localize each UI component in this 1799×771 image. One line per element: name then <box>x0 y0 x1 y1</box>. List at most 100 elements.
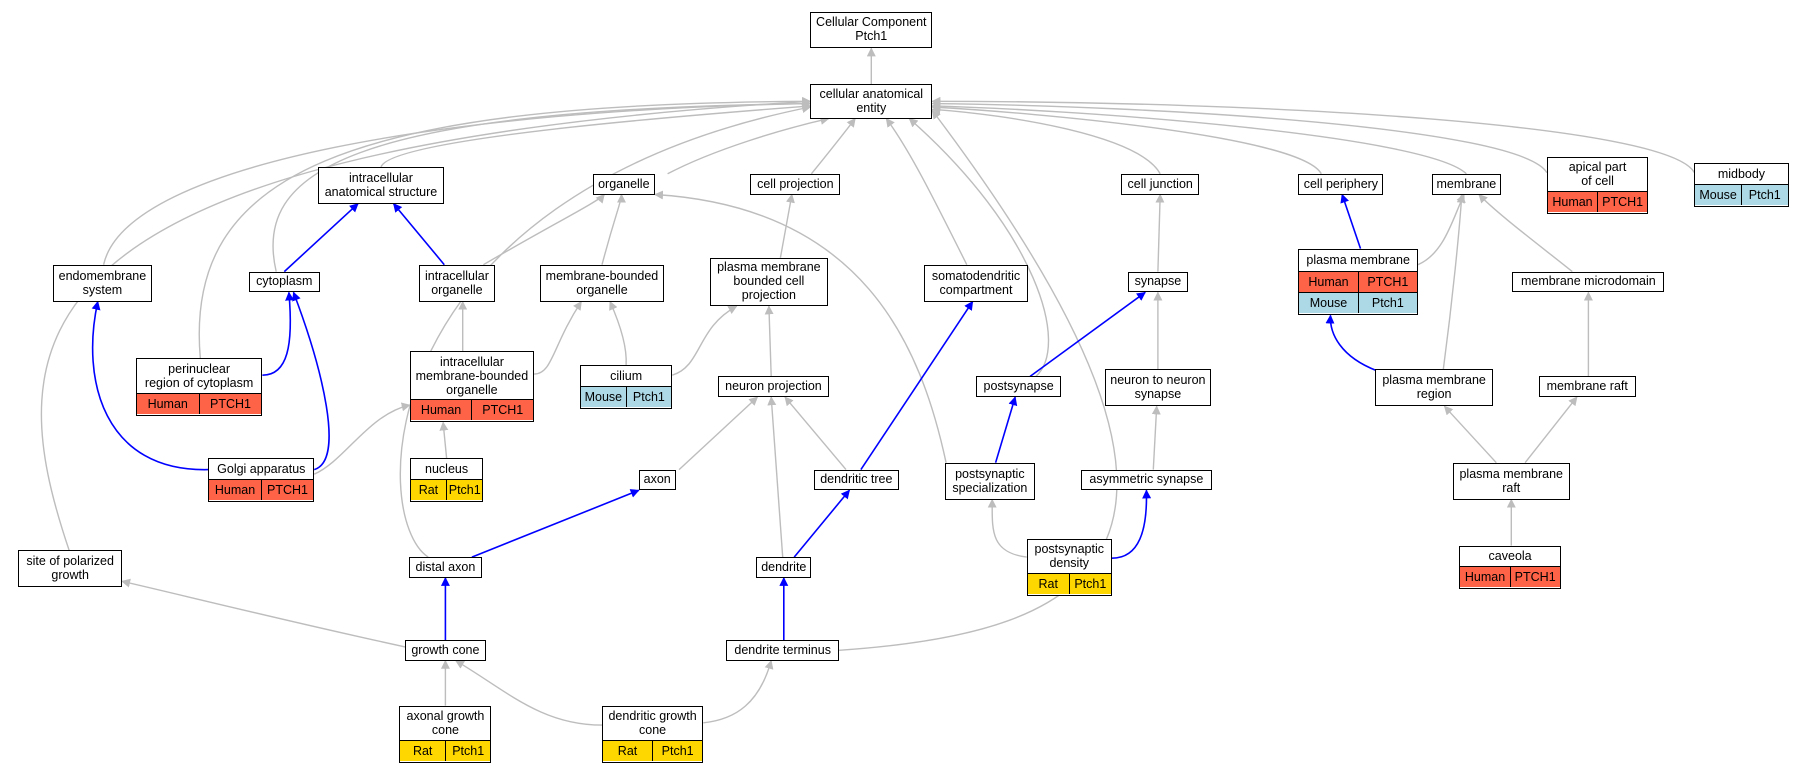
term-node-somato[interactable]: somatodendritic compartment <box>924 264 1028 302</box>
term-node-postsynapse[interactable]: postsynapse <box>976 376 1062 398</box>
species-cell: Human <box>420 403 462 418</box>
term-node-axon[interactable]: axon <box>638 469 676 491</box>
term-label: axon <box>643 472 671 487</box>
edge-is-a-apical-to-cae <box>931 99 1548 173</box>
gene-cell: PTCH1 <box>198 393 262 414</box>
term-node-synapse[interactable]: synapse <box>1127 271 1188 293</box>
edge-is-a-postsynapse-to-cae <box>908 118 1050 377</box>
species-cell: Rat <box>418 482 439 497</box>
edge-is-a-cilium-to-pmbcp <box>671 305 738 376</box>
term-node-ias[interactable]: intracellular anatomical structure <box>317 166 445 204</box>
term-label: plasma membrane bounded cell projection <box>717 260 821 303</box>
term-node-dendtree[interactable]: dendritic tree <box>813 469 899 491</box>
term-label: organelle <box>598 176 650 191</box>
term-node-cytoplasm[interactable]: cytoplasm <box>248 271 320 293</box>
term-label: axonal growth cone <box>406 709 485 738</box>
term-node-pmraft[interactable]: plasma membrane raft <box>1452 462 1570 500</box>
species-cell: Mouse <box>1699 188 1737 203</box>
edge-part-of-postsynapse-to-synapse <box>1029 291 1146 378</box>
term-label: plasma membrane region <box>1382 373 1486 402</box>
term-node-mbo[interactable]: membrane-bounded organelle <box>539 264 665 302</box>
term-node-cellproj[interactable]: cell projection <box>750 173 841 195</box>
species-cell: Human <box>1464 570 1506 585</box>
term-label: postsynapse <box>983 379 1054 394</box>
term-node-asym[interactable]: asymmetric synapse <box>1080 469 1212 491</box>
edge-part-of-pmregion-to-pm <box>1325 314 1377 372</box>
term-node-endomem[interactable]: endomembrane system <box>52 264 152 302</box>
gene-cell: PTCH1 <box>1509 567 1560 588</box>
term-node-pss[interactable]: postsynaptic specialization <box>944 462 1035 500</box>
term-node-root[interactable]: Cellular Component Ptch1 <box>810 11 933 49</box>
edge-is-a-dgc-to-growthcone <box>455 660 603 726</box>
term-label: neuron projection <box>725 379 822 394</box>
edge-part-of-pss-to-postsynapse <box>994 396 1018 463</box>
term-label: apical part of cell <box>1568 160 1627 189</box>
term-node-organelle[interactable]: organelle <box>592 173 655 195</box>
edge-is-a-axon-to-neuronproj <box>678 396 759 471</box>
term-label: cilium <box>610 368 643 383</box>
edge-is-a-distalaxon-to-cae <box>399 104 812 558</box>
edge-is-a-cytoplasm-to-cae <box>272 99 812 272</box>
term-node-sopg[interactable]: site of polarized growth <box>18 550 122 587</box>
edge-is-a-nucleus-to-imbo <box>439 421 449 459</box>
term-node-memmicro[interactable]: membrane microdomain <box>1512 271 1665 293</box>
edge-is-a-cellperiphery-to-cae <box>931 102 1322 175</box>
edge-is-a-membrane-to-cae <box>931 101 1467 175</box>
edge-is-a-organelle-to-cae <box>667 115 830 175</box>
gene-cell: PTCH1 <box>1597 192 1647 213</box>
term-node-dendterm[interactable]: dendrite terminus <box>726 639 840 661</box>
term-label: membrane raft <box>1546 379 1628 394</box>
term-node-neuronproj[interactable]: neuron projection <box>718 376 829 398</box>
term-node-distalaxon[interactable]: distal axon <box>408 557 483 578</box>
edge-part-of-distalaxon-to-axon <box>471 489 640 558</box>
gene-cell: PTCH1 <box>260 479 313 500</box>
gene-cell: PTCH1 <box>471 400 533 421</box>
term-node-celljunction[interactable]: cell junction <box>1121 173 1200 195</box>
term-node-growthcone[interactable]: growth cone <box>405 639 486 661</box>
term-node-membrane[interactable]: membrane <box>1431 173 1501 195</box>
term-node-imbo[interactable]: intracellular membrane-bounded organelle… <box>409 351 535 423</box>
term-node-cae[interactable]: cellular anatomical entity <box>810 84 933 119</box>
species-cell: Rat <box>412 744 433 759</box>
term-node-intorg[interactable]: intracellular organelle <box>418 264 495 302</box>
species-cell: Mouse <box>1309 296 1348 311</box>
term-label: distal axon <box>415 559 476 574</box>
term-node-pmbcp[interactable]: plasma membrane bounded cell projection <box>710 257 828 307</box>
term-label: site of polarized growth <box>26 554 114 583</box>
term-label: caveola <box>1488 549 1532 564</box>
edge-is-a-asym-to-n2n <box>1151 405 1161 470</box>
term-node-pmregion[interactable]: plasma membrane region <box>1375 369 1493 407</box>
species-cell: Human <box>1308 275 1349 290</box>
species-cell: Rat <box>1038 577 1058 592</box>
term-label: postsynaptic specialization <box>952 466 1028 495</box>
term-node-n2n[interactable]: neuron to neuron synapse <box>1104 369 1211 407</box>
term-label: perinuclear region of cytoplasm <box>144 361 254 390</box>
edge-is-a-psd-to-pss <box>987 498 1027 558</box>
edge-part-of-psd-to-asym <box>1111 489 1152 559</box>
edge-part-of-perinuc-to-cytoplasm <box>262 291 295 376</box>
term-node-memraft[interactable]: membrane raft <box>1538 376 1636 398</box>
term-node-dendrite[interactable]: dendrite <box>756 557 812 578</box>
term-label: cell junction <box>1127 176 1193 191</box>
term-node-cellperiphery[interactable]: cell periphery <box>1298 173 1384 195</box>
